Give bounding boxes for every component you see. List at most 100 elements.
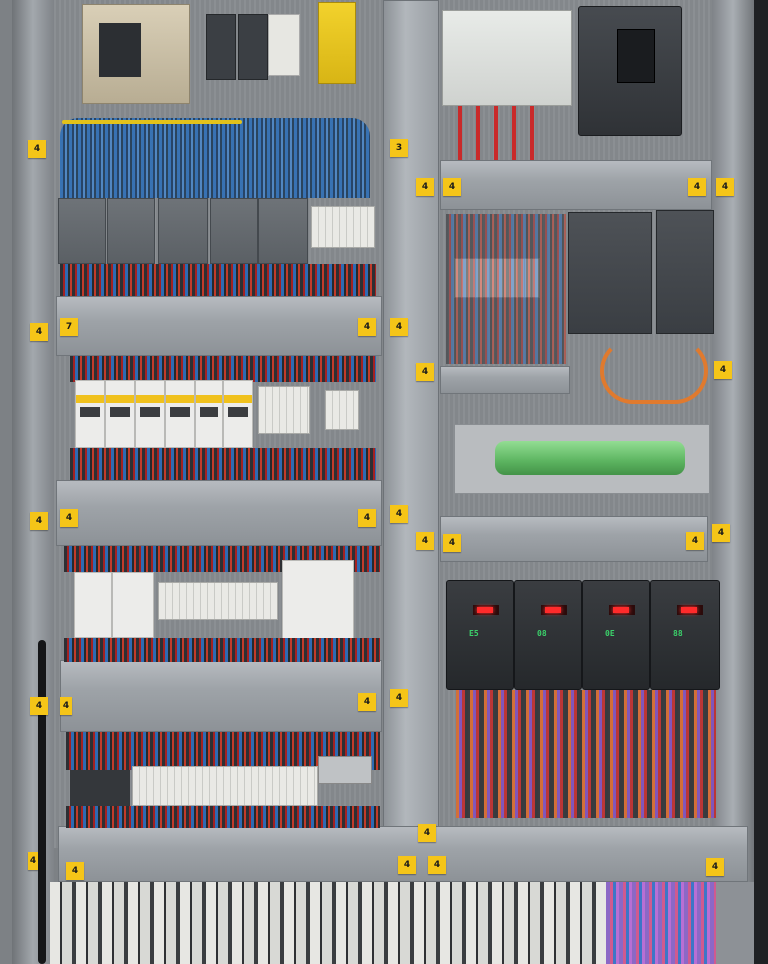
duct-right-1 — [440, 160, 712, 210]
vfd-drive-4: 88 — [650, 580, 720, 690]
red-wires-top — [458, 106, 548, 160]
contactor-1 — [74, 572, 112, 638]
breaker-5 — [195, 380, 223, 448]
vfd-display-1 — [473, 605, 499, 615]
power-module-3 — [158, 198, 208, 264]
wires-below-relays — [66, 806, 380, 828]
meter-unit — [578, 6, 682, 136]
label-sticker: 4 — [443, 178, 461, 196]
yellow-wire — [62, 120, 242, 124]
breaker-3 — [135, 380, 165, 448]
yellow-terminal-block — [318, 2, 356, 84]
small-relay-1 — [206, 14, 236, 80]
label-sticker: 4 — [358, 509, 376, 527]
center-vertical-duct — [383, 0, 439, 846]
duct-left-2 — [56, 480, 382, 546]
breaker-2 — [105, 380, 135, 448]
clear-busbar-box — [442, 10, 572, 106]
label-sticker: 4 — [686, 532, 704, 550]
drive-unit-left — [568, 212, 652, 334]
drive-unit-right — [656, 210, 714, 334]
label-sticker: 4 — [28, 140, 46, 158]
label-sticker: 4 — [60, 697, 72, 715]
cabinet-frame-left — [12, 0, 54, 964]
main-breaker — [282, 560, 354, 640]
power-module-2 — [107, 198, 155, 264]
meter-display — [617, 29, 655, 83]
label-sticker: 4 — [714, 361, 732, 379]
breaker-4 — [165, 380, 195, 448]
duct-right-2 — [440, 516, 708, 562]
black-cable — [38, 640, 46, 964]
terminal-small-1 — [258, 386, 310, 434]
breaker-1 — [75, 380, 105, 448]
power-module-1 — [58, 198, 106, 264]
vfd-display-4 — [677, 605, 703, 615]
label-sticker: 4 — [416, 363, 434, 381]
label-sticker: 4 — [443, 534, 461, 552]
label-sticker: 4 — [398, 856, 416, 874]
vfd-drive-3: 0E — [582, 580, 650, 690]
terminal-strip-top — [311, 206, 375, 248]
label-sticker: 4 — [706, 858, 724, 876]
duct-right-short — [440, 366, 570, 394]
green-lamp-housing — [454, 424, 710, 494]
power-module-5 — [258, 198, 308, 264]
vfd-display-2 — [541, 605, 567, 615]
small-relay-2 — [238, 14, 268, 80]
vfd-leds-2: 08 — [537, 629, 547, 638]
breaker-6 — [223, 380, 253, 448]
vfd-leds-3: 0E — [605, 629, 615, 638]
contactor-2 — [112, 572, 154, 638]
purple-wire-bundle — [606, 882, 716, 964]
label-sticker: 4 — [28, 852, 38, 870]
power-module-4 — [210, 198, 258, 264]
green-tube-light — [495, 441, 685, 475]
label-sticker: 4 — [418, 824, 436, 842]
white-relay — [268, 14, 300, 76]
wires-above-breakers — [70, 356, 376, 382]
label-sticker: 4 — [416, 532, 434, 550]
duct-left-1 — [56, 296, 382, 356]
label-sticker: 4 — [416, 178, 434, 196]
orange-wire-loop — [600, 338, 708, 404]
label-sticker: 4 — [66, 862, 84, 880]
vfd-drive-2: 08 — [514, 580, 582, 690]
dark-relay-group — [70, 770, 130, 806]
label-sticker: 4 — [358, 693, 376, 711]
blue-wire-bundle-top — [60, 118, 370, 198]
wires-right-upper — [446, 214, 566, 364]
vfd-leds-4: 88 — [673, 629, 683, 638]
terminal-row-lower — [132, 766, 318, 806]
label-sticker: 4 — [390, 318, 408, 336]
label-sticker: 4 — [30, 323, 48, 341]
terminal-row-mid — [158, 582, 278, 620]
label-sticker: 4 — [716, 178, 734, 196]
label-sticker: 4 — [428, 856, 446, 874]
label-sticker: 4 — [390, 689, 408, 707]
wires-below-contactors — [64, 638, 380, 662]
label-sticker: 7 — [60, 318, 78, 336]
terminal-small-2 — [325, 390, 359, 430]
vfd-drive-1: E5 — [446, 580, 514, 690]
cabinet-frame-right — [712, 0, 754, 964]
label-sticker: 3 — [390, 139, 408, 157]
cabinet-frame-edge-right — [754, 0, 768, 964]
label-sticker: 4 — [712, 524, 730, 542]
label-sticker: 4 — [30, 512, 48, 530]
label-sticker: 4 — [688, 178, 706, 196]
label-sticker: 4 — [390, 505, 408, 523]
din-rail-lower — [318, 756, 372, 784]
vfd-leds-1: E5 — [469, 629, 479, 638]
label-sticker: 4 — [30, 697, 48, 715]
vfd-display-3 — [609, 605, 635, 615]
label-sticker: 4 — [358, 318, 376, 336]
label-sticker: 4 — [60, 509, 78, 527]
bottom-terminals-area — [50, 882, 606, 964]
bottom-right-panel — [716, 882, 754, 964]
transformer-box — [82, 4, 190, 104]
wires-below-modules — [60, 264, 376, 296]
transformer-label-plate — [99, 23, 141, 77]
duct-left-3 — [60, 660, 382, 732]
